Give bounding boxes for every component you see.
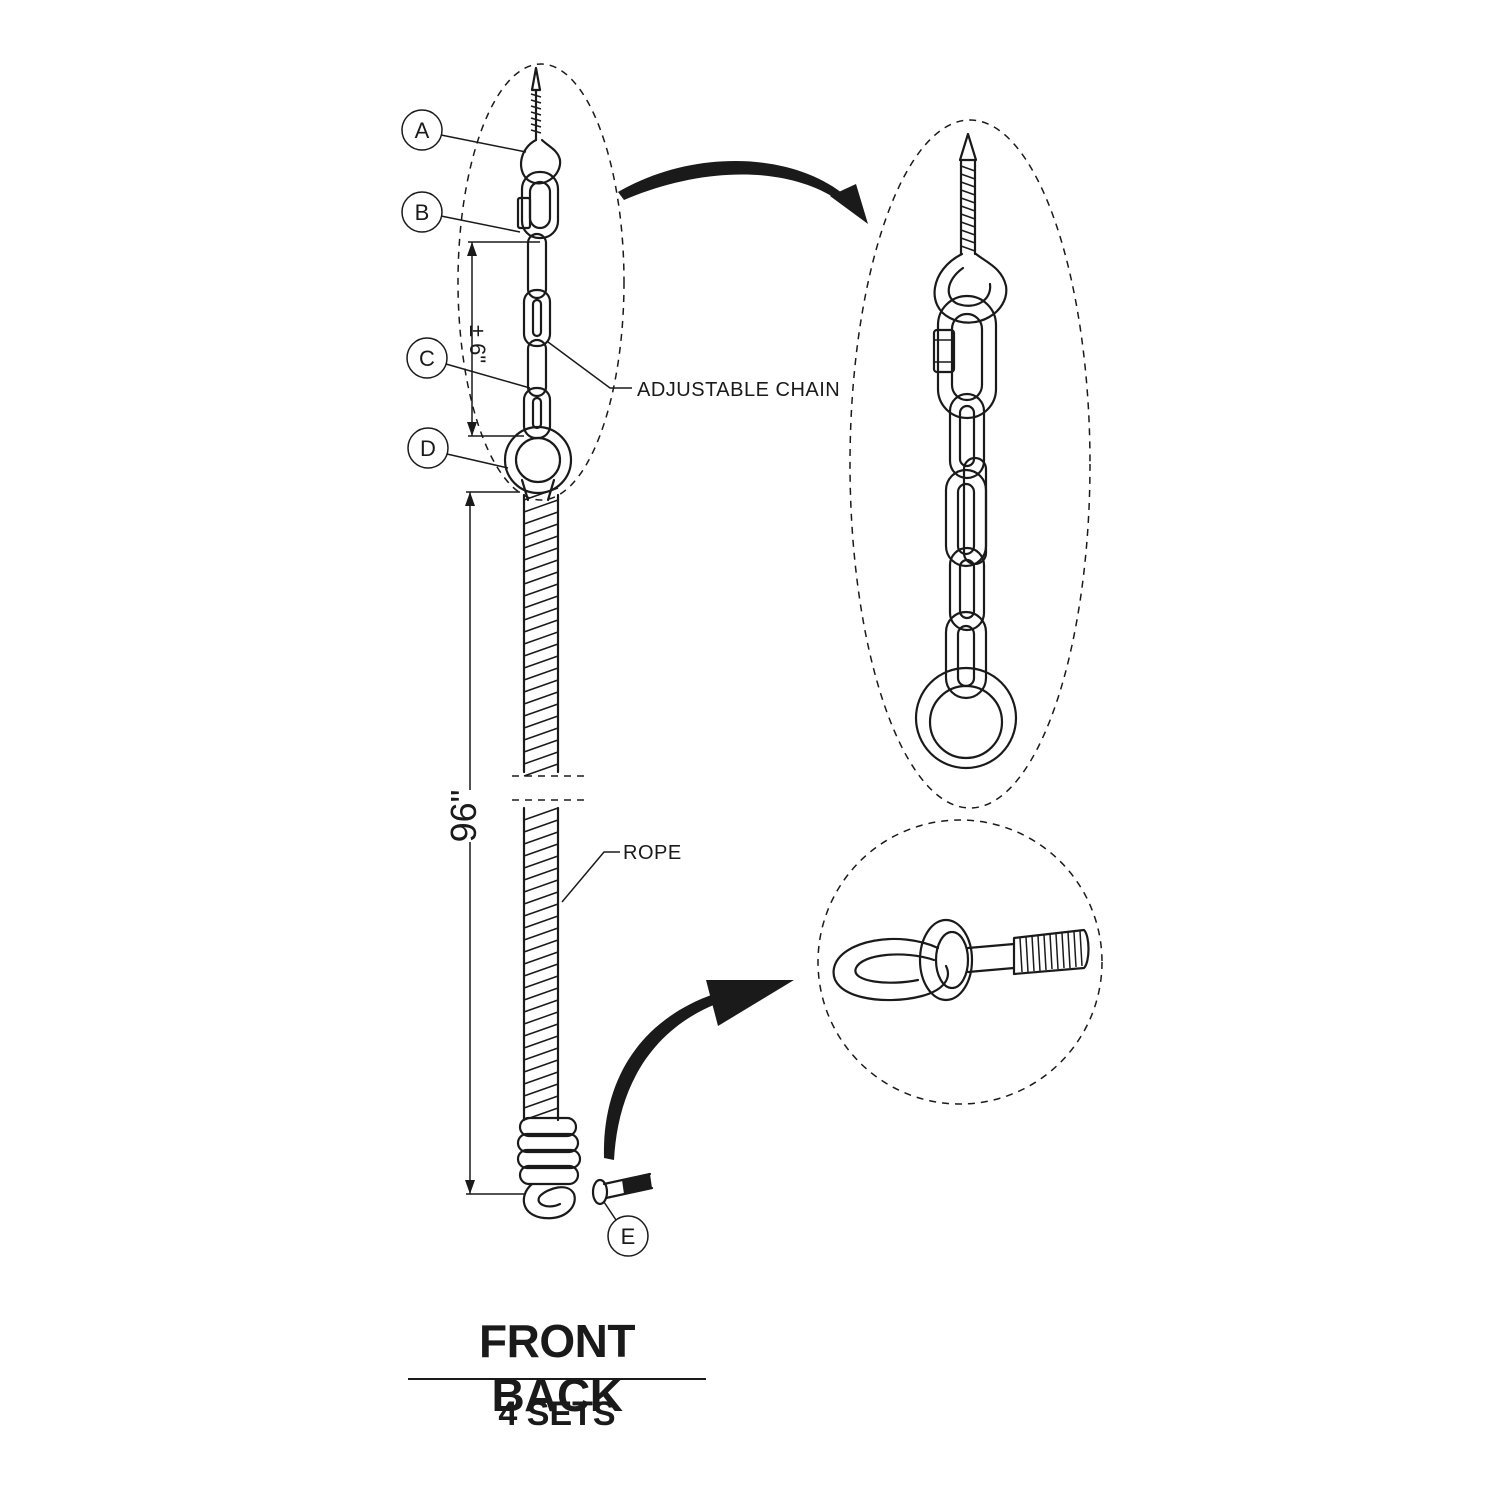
chain-detail (849, 119, 1091, 809)
arrow-top-icon (618, 160, 868, 224)
chain-large (944, 392, 988, 700)
eye-bolt-small (591, 1172, 654, 1206)
svg-text:B: B (415, 200, 430, 225)
caption-rule (408, 1378, 706, 1380)
main-assembly: ± 6" 96" A B C D (401, 63, 840, 1257)
lag-screw-large (933, 132, 1008, 324)
caption-subtitle: 4 SETS (498, 1395, 616, 1433)
rope-upper (520, 478, 560, 777)
label-e: E (603, 1201, 649, 1257)
quick-link-small (516, 170, 560, 240)
svg-text:E: E (621, 1224, 636, 1249)
o-ring-large (914, 666, 1018, 770)
rope-knot (516, 1116, 582, 1220)
rope-break-lines (512, 775, 586, 801)
o-ring-small (503, 425, 573, 495)
svg-text:C: C (419, 346, 435, 371)
detail-ellipse-top (457, 63, 625, 501)
callout-rope: ROPE (561, 842, 682, 903)
svg-text:ADJUSTABLE CHAIN: ADJUSTABLE CHAIN (637, 379, 840, 401)
label-a: A (401, 109, 527, 153)
label-c: C (406, 337, 531, 389)
callout-adjustable-chain: ADJUSTABLE CHAIN (547, 341, 840, 401)
label-b: B (401, 191, 521, 233)
caption-title: FRONT BACK (479, 1315, 635, 1421)
chain-small (522, 232, 552, 440)
rope-dimension-label: 96" (443, 790, 484, 843)
rope-dimension: 96" (443, 491, 526, 1195)
svg-text:ROPE: ROPE (623, 842, 682, 864)
svg-text:A: A (415, 118, 430, 143)
rope-lower (522, 806, 560, 1122)
arrow-bottom-icon (603, 980, 794, 1160)
label-d: D (407, 427, 509, 469)
chain-dimension-label: ± 6" (465, 325, 490, 363)
chain-dimension: ± 6" (465, 241, 540, 437)
detail-ellipse-large (849, 119, 1091, 809)
svg-text:D: D (420, 436, 436, 461)
eye-bolt-large (832, 918, 1090, 1002)
eye-bolt-detail (817, 819, 1103, 1105)
lag-screw-small (519, 66, 562, 185)
quick-link-large (932, 294, 998, 420)
detail-circle-bottom (817, 819, 1103, 1105)
